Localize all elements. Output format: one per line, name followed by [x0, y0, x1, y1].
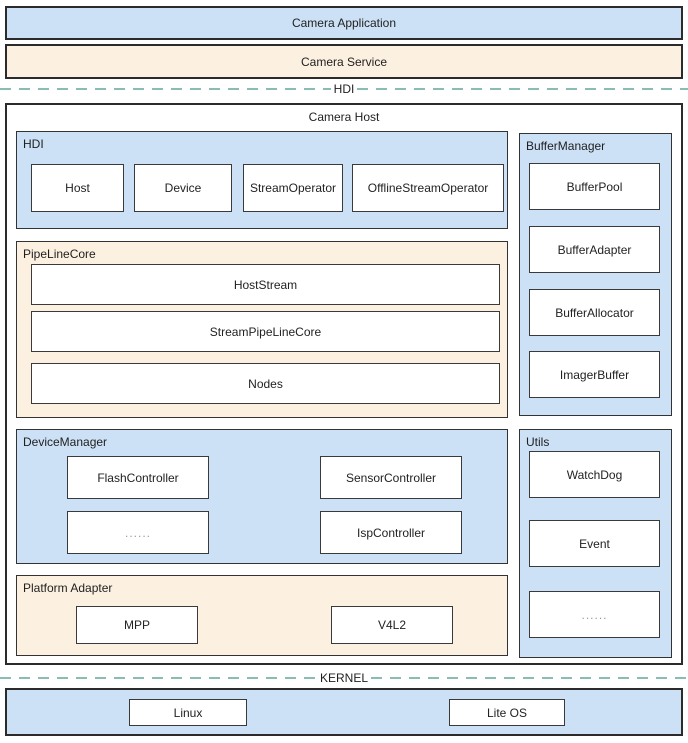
node-buffer-adapter: BufferAdapter — [529, 226, 660, 273]
node-watchdog: WatchDog — [529, 451, 660, 498]
buffer-manager-section: BufferManager BufferPool BufferAdapter B… — [519, 133, 672, 416]
node-isp-controller: IspController — [320, 511, 462, 554]
camera-service-label: Camera Service — [300, 54, 388, 69]
utils-section: Utils WatchDog Event ...... — [519, 429, 672, 658]
node-event: Event — [529, 520, 660, 567]
kernel-layer: Linux Lite OS — [5, 688, 683, 736]
node-v4l2: V4L2 — [331, 606, 453, 644]
node-flash-controller: FlashController — [67, 456, 209, 499]
dashed-line — [0, 88, 331, 90]
hdi-section: HDI Host Device StreamOperator OfflineSt… — [16, 131, 508, 229]
camera-application-label: Camera Application — [291, 16, 397, 30]
node-sensor-controller: SensorController — [320, 456, 462, 499]
hdi-divider-label: HDI — [333, 82, 355, 96]
node-lite-os: Lite OS — [449, 699, 565, 726]
device-manager-section-label: DeviceManager — [23, 435, 108, 449]
buffer-manager-section-label: BufferManager — [526, 139, 606, 153]
node-mpp: MPP — [76, 606, 198, 644]
camera-host-title: Camera Host — [308, 110, 380, 124]
camera-service-layer: Camera Service — [5, 44, 683, 79]
platform-adapter-section: Platform Adapter MPP V4L2 — [16, 575, 508, 656]
pipeline-core-section: PipeLineCore HostStream StreamPipeLineCo… — [16, 241, 508, 418]
kernel-divider: KERNEL — [0, 671, 688, 685]
camera-host-container: Camera Host HDI Host Device StreamOperat… — [5, 103, 683, 665]
kernel-divider-label: KERNEL — [319, 671, 369, 685]
hdi-divider: HDI — [0, 82, 688, 96]
node-stream-pipeline-core: StreamPipeLineCore — [31, 311, 500, 352]
node-ellipsis: ...... — [67, 511, 209, 554]
dashed-line — [0, 677, 317, 679]
node-offline-stream-operator: OfflineStreamOperator — [352, 164, 504, 212]
node-linux: Linux — [129, 699, 247, 726]
camera-application-layer: Camera Application — [5, 6, 683, 40]
node-buffer-pool: BufferPool — [529, 163, 660, 210]
dashed-line — [357, 88, 688, 90]
dashed-line — [371, 677, 688, 679]
platform-adapter-section-label: Platform Adapter — [23, 581, 113, 595]
node-nodes: Nodes — [31, 363, 500, 404]
hdi-section-label: HDI — [23, 137, 44, 151]
node-host-stream: HostStream — [31, 264, 500, 305]
node-ellipsis: ...... — [529, 591, 660, 638]
node-host: Host — [31, 164, 124, 212]
node-device: Device — [134, 164, 232, 212]
device-manager-section: DeviceManager FlashController SensorCont… — [16, 429, 508, 564]
node-stream-operator: StreamOperator — [243, 164, 343, 212]
node-imager-buffer: ImagerBuffer — [529, 351, 660, 398]
utils-section-label: Utils — [526, 435, 550, 449]
node-buffer-allocator: BufferAllocator — [529, 289, 660, 336]
pipeline-core-section-label: PipeLineCore — [23, 247, 96, 261]
